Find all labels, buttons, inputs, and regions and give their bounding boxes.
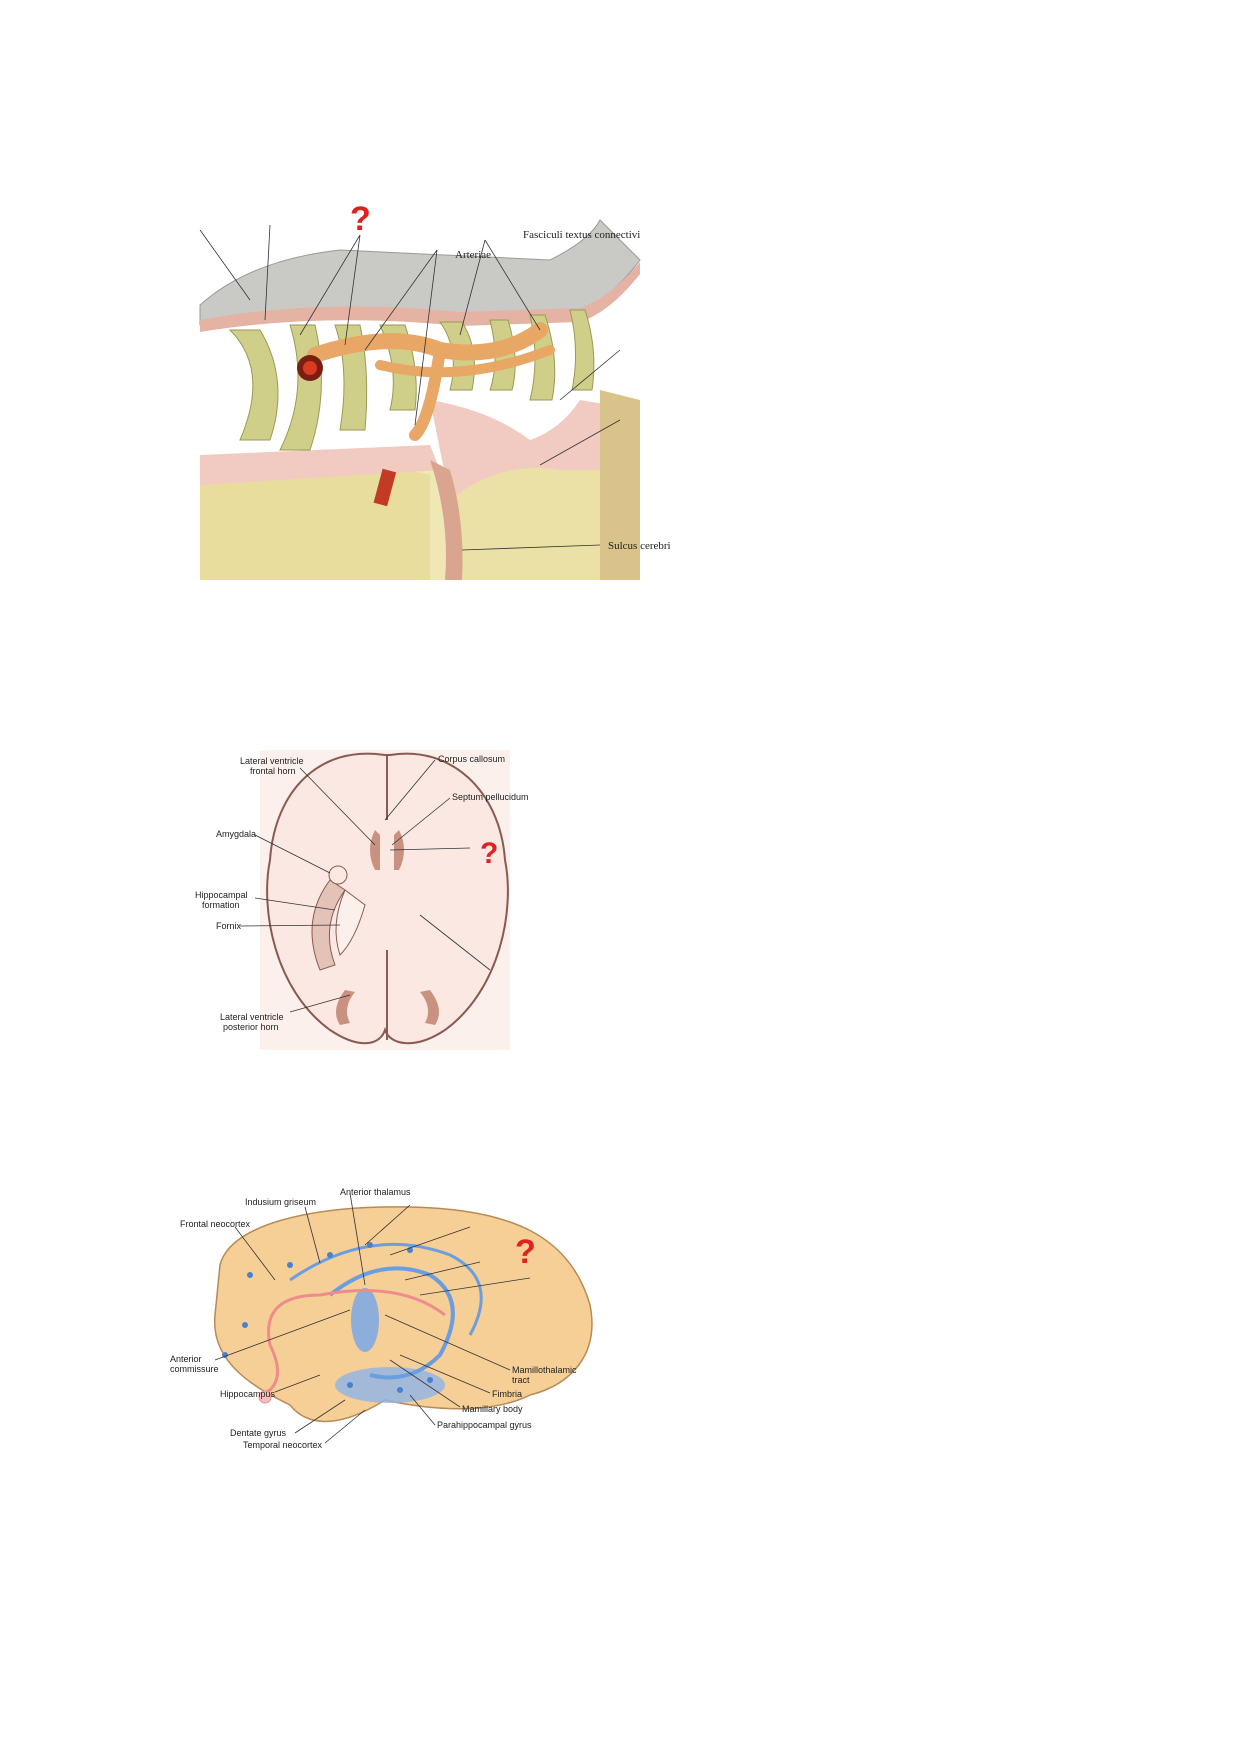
leader-line <box>364 249 438 351</box>
label-parahippocampal: Parahippocampal gyrus <box>437 1420 532 1430</box>
fiber-pink-descending <box>259 1344 279 1397</box>
leader-line <box>459 239 486 336</box>
artery-branch <box>409 344 446 441</box>
leader-line <box>419 914 491 971</box>
fornix-shape <box>335 889 366 956</box>
leader-line <box>364 1204 411 1246</box>
pia-mater-right <box>430 400 640 500</box>
meninges-illustration: ? Arteriae Fasciculi textus connectivi S… <box>199 200 700 580</box>
leader-line <box>419 1277 531 1296</box>
parahippocampal-region <box>335 1367 445 1403</box>
label-temporal: Temporal neocortex <box>243 1440 323 1450</box>
fiber-arc-pink <box>267 1289 446 1346</box>
label-fimbria: Fimbria <box>492 1389 522 1399</box>
leader-line <box>559 349 621 401</box>
leader-line <box>344 234 361 346</box>
label-fasciculi: Fasciculi textus connectivi <box>523 229 640 241</box>
anterior-commissure-shape <box>258 1390 272 1404</box>
label-dentate: Dentate gyrus <box>230 1428 287 1438</box>
leader-line <box>391 797 451 846</box>
label-mamillary: Mamillary body <box>462 1404 523 1414</box>
artery-lower <box>375 345 555 378</box>
fiber-arc-blue-inner <box>328 1266 455 1380</box>
sagittal-limbic-illustration: Anterior thalamus Indusium griseum Front… <box>170 1185 650 1490</box>
label-hippocampus: Hippocampus <box>220 1389 276 1399</box>
leader-line <box>414 249 438 426</box>
brain-outline <box>266 752 509 1045</box>
leader-line <box>214 1309 351 1361</box>
label-anterior-comm: Anterior <box>170 1354 202 1364</box>
label-indusium: Indusium griseum <box>245 1197 316 1207</box>
leader-line <box>349 1192 366 1286</box>
leader-line <box>299 234 361 336</box>
label-lat-vent-frontal: Lateral ventricle <box>240 756 304 766</box>
label-mamillothalamic-2: tract <box>512 1375 530 1385</box>
label-lat-vent-post: Lateral ventricle <box>220 1012 284 1022</box>
leader-line <box>484 239 541 331</box>
question-mark: ? <box>350 200 371 238</box>
leader-line <box>264 224 271 321</box>
label-sulcus: Sulcus cerebri <box>608 540 671 552</box>
leader-line <box>389 847 471 851</box>
leader-line <box>389 1359 461 1408</box>
posterior-horns <box>336 990 439 1025</box>
label-frontal-neocortex: Frontal neocortex <box>180 1219 251 1229</box>
brain-medial-surface <box>214 1206 593 1423</box>
penetrating-artery <box>373 468 397 507</box>
label-anterior-thalamus: Anterior thalamus <box>340 1187 411 1197</box>
leader-line <box>304 1206 321 1264</box>
label-septum: Septum pellucidum <box>452 792 529 802</box>
fiber-arc-blue-outer <box>289 1242 483 1336</box>
leader-line <box>324 1409 366 1444</box>
label-fornix: Fornix <box>216 921 242 931</box>
leader-line <box>254 897 336 911</box>
frontal-horns <box>370 830 404 870</box>
meninges-svg: ? Arteriae Fasciculi textus connectivi S… <box>199 200 671 580</box>
question-mark: ? <box>480 837 498 870</box>
label-amygdala: Amygdala <box>216 829 256 839</box>
leader-line <box>399 1354 491 1394</box>
leader-line <box>539 419 621 466</box>
leader-line <box>254 834 331 874</box>
leader-line <box>404 1261 481 1281</box>
leader-line <box>389 1226 471 1256</box>
axial-section-illustration: Lateral ventricle frontal horn Corpus ca… <box>180 740 620 1060</box>
pia-mater-left <box>200 445 440 485</box>
axial-svg: Lateral ventricle frontal horn Corpus ca… <box>195 750 529 1050</box>
label-mamillothalamic: Mamillothalamic <box>512 1365 577 1375</box>
gyrus-right <box>450 463 640 580</box>
leader-line <box>409 1394 436 1426</box>
leader-line <box>294 1399 346 1434</box>
label-hippocampal: Hippocampal <box>195 890 248 900</box>
gyrus-left <box>200 461 430 580</box>
leader-line <box>384 759 436 821</box>
label-arteriae: Arteriae <box>455 249 491 261</box>
leader-line <box>299 767 376 846</box>
sulcus <box>430 460 463 580</box>
block-side <box>600 390 640 580</box>
label-lat-vent-frontal-2: frontal horn <box>250 766 296 776</box>
leader-line <box>199 229 251 301</box>
sagittal-svg: Anterior thalamus Indusium griseum Front… <box>170 1187 593 1450</box>
question-mark: ? <box>515 1233 536 1271</box>
leader-line <box>239 924 341 927</box>
artery-lumen <box>303 361 317 375</box>
thalamus-region <box>351 1288 379 1352</box>
label-corpus-callosum: Corpus callosum <box>438 754 505 764</box>
label-lat-vent-post-2: posterior horn <box>223 1022 279 1032</box>
label-anterior-comm-2: commissure <box>170 1364 219 1374</box>
leader-line <box>234 1226 276 1281</box>
leader-line <box>289 994 351 1013</box>
leader-line <box>384 1314 511 1371</box>
leader-line <box>461 544 601 551</box>
label-formation: formation <box>202 900 240 910</box>
leader-line <box>274 1374 321 1393</box>
amygdala-shape <box>328 865 348 885</box>
